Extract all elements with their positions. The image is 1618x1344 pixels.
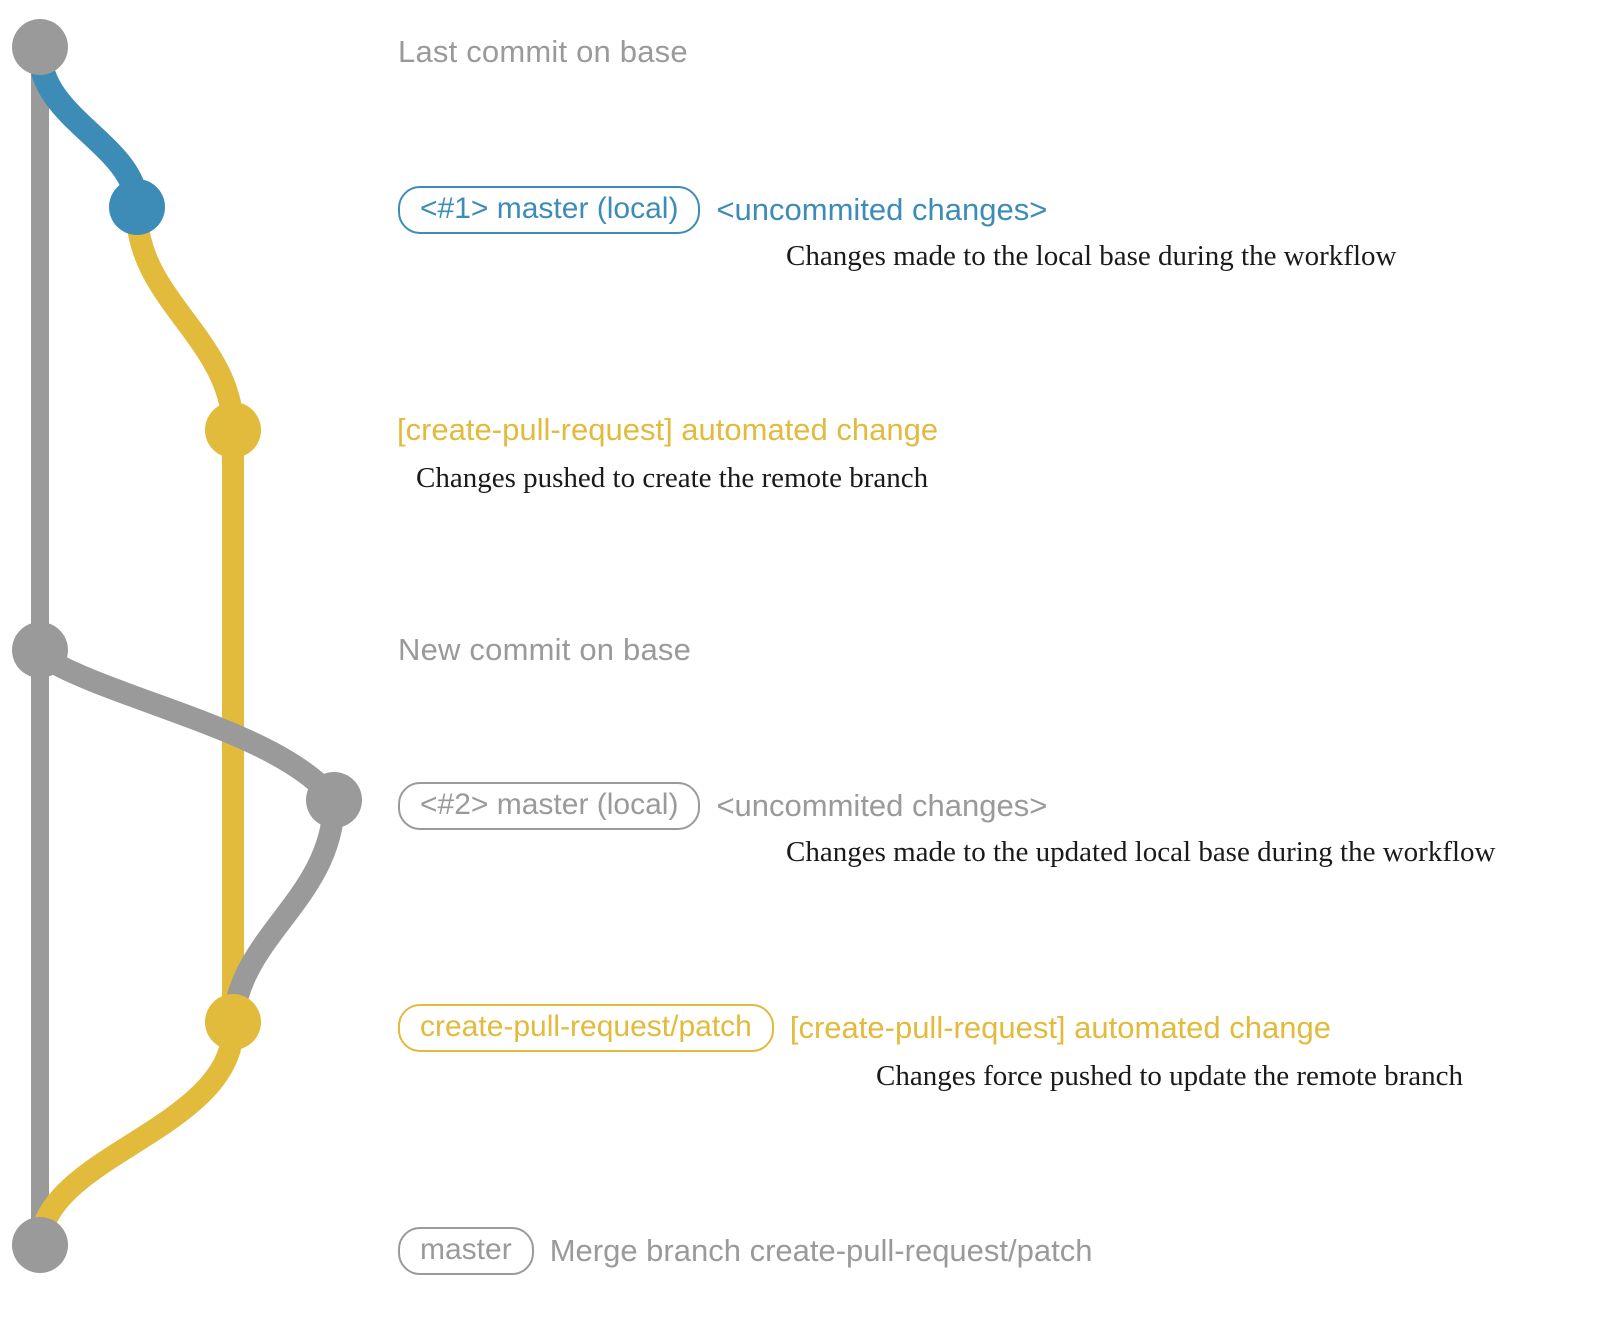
subject-merge-branch: Merge branch create-pull-request/patch: [549, 1233, 1093, 1268]
edge-patch2-to-merge: [29, 1016, 244, 1256]
commit-node-patch-1[interactable]: [205, 402, 261, 458]
caption-automated-change-2: Changes force pushed to update the remot…: [876, 1060, 1464, 1092]
badge-master[interactable]: master: [398, 1227, 534, 1275]
row-merge-branch: master Merge branch create-pull-request/…: [398, 1227, 1092, 1275]
commit-node-patch-2[interactable]: [205, 994, 261, 1050]
edge-local2-to-patch2: [222, 794, 345, 1033]
badge-create-pull-request-patch[interactable]: create-pull-request/patch: [398, 1004, 774, 1052]
row-automated-change-1: [create-pull-request] automated change: [397, 412, 938, 448]
edge-local1-to-patch1: [126, 201, 244, 441]
label-new-commit-on-base: New commit on base: [398, 632, 692, 667]
commit-node-base-top[interactable]: [12, 19, 68, 75]
badge-master-local-2[interactable]: <#2> master (local): [398, 782, 701, 830]
subject-master-local-2: <uncommited changes>: [716, 788, 1048, 823]
caption-master-local-1: Changes made to the local base during th…: [786, 240, 1397, 272]
label-last-commit-on-base: Last commit on base: [398, 34, 688, 69]
subject-master-local-1: <uncommited changes>: [716, 192, 1048, 227]
commit-node-base-merge[interactable]: [12, 1217, 68, 1273]
subject-automated-change-2: [create-pull-request] automated change: [789, 1010, 1331, 1045]
edge-basenew-to-local2: [29, 644, 345, 811]
commit-node-local-2[interactable]: [306, 772, 362, 828]
subject-automated-change-1: [create-pull-request] automated change: [397, 412, 939, 447]
badge-master-local-1[interactable]: <#1> master (local): [398, 186, 701, 234]
commit-node-base-new[interactable]: [12, 622, 68, 678]
row-master-local-2: <#2> master (local) <uncommited changes>: [398, 782, 1047, 830]
row-automated-change-2: create-pull-request/patch [create-pull-r…: [398, 1004, 1331, 1052]
caption-automated-change-1: Changes pushed to create the remote bran…: [416, 462, 929, 494]
caption-master-local-2: Changes made to the updated local base d…: [786, 836, 1496, 868]
row-master-local-1: <#1> master (local) <uncommited changes>: [398, 186, 1047, 234]
commit-node-local-1[interactable]: [109, 179, 165, 235]
